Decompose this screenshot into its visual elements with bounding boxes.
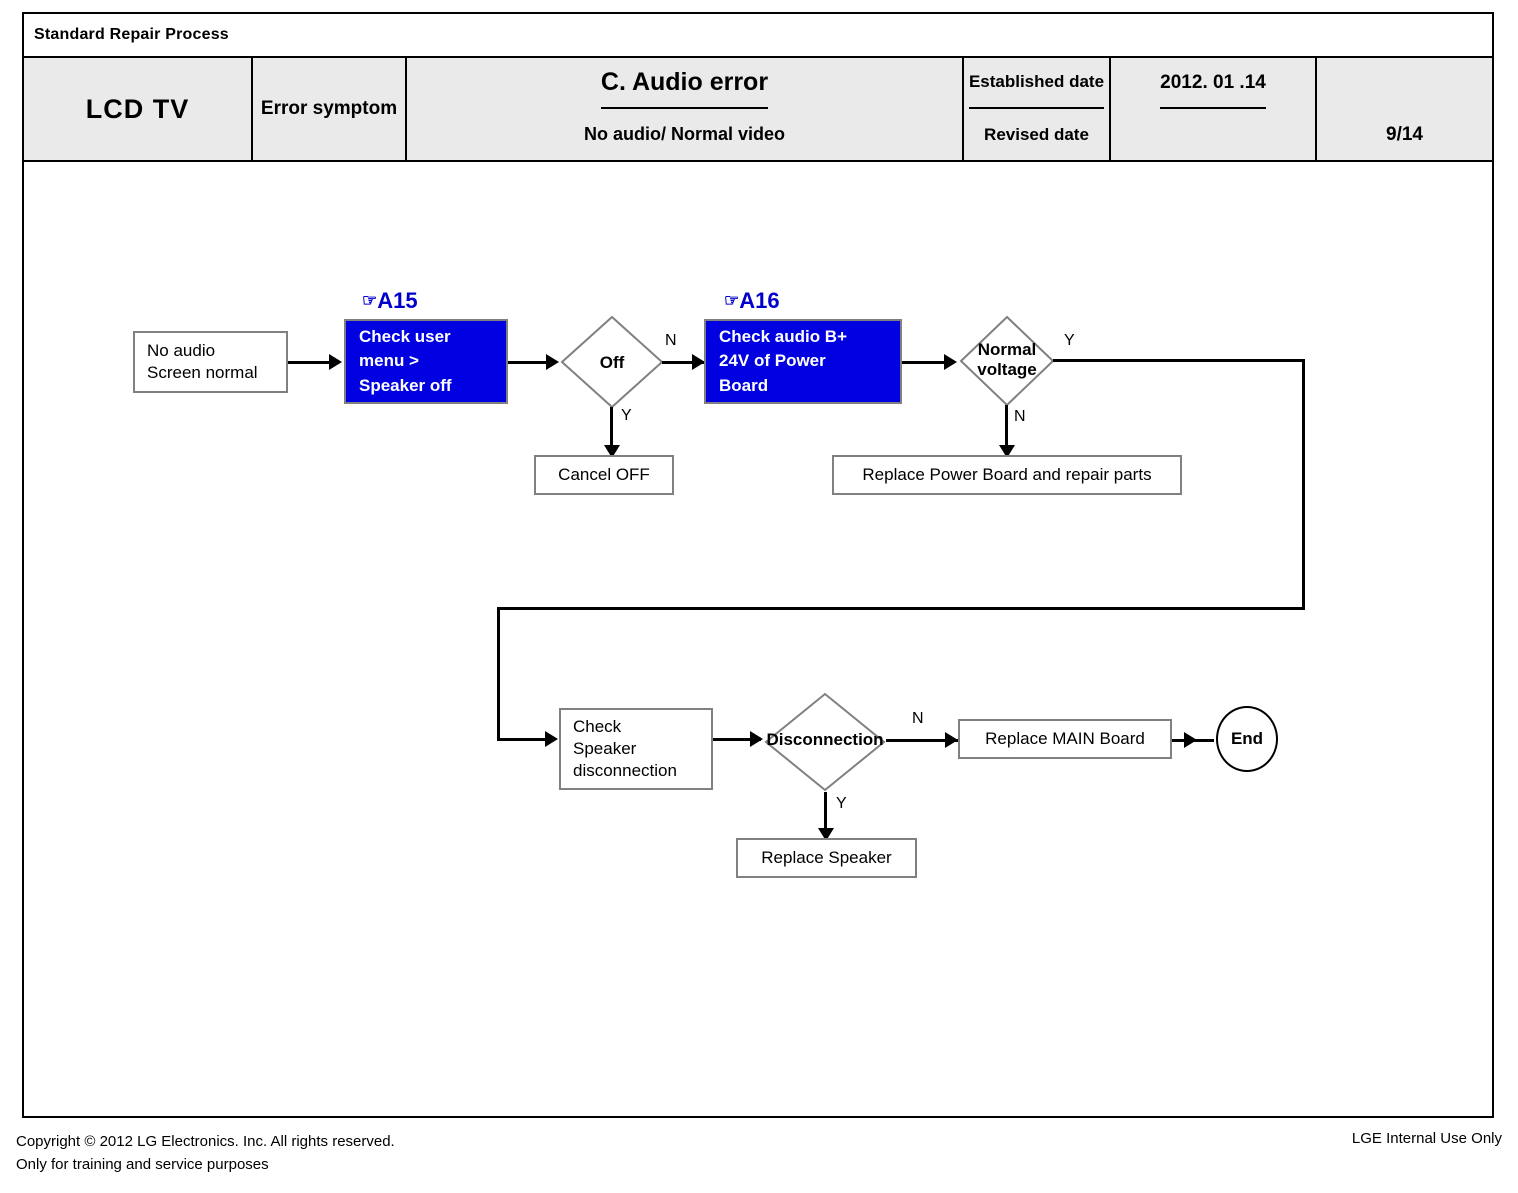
flow-node-check-user-menu: Check user menu > Speaker off [344,319,508,404]
edge-voltage-yes-into-speaker [497,738,551,741]
arrowhead-start-to-a15 [329,354,342,370]
flow-node-a15-line2: menu > [359,351,419,371]
flow-decision-disconnection [764,692,886,792]
flow-node-check-speaker-line2: Speaker [573,739,637,759]
established-date-label: Established date [968,58,1105,109]
edge-voltage-to-replace-power [1005,405,1008,451]
edge-off-to-a16 [662,361,706,364]
edge-a16-to-voltage [902,361,952,364]
edge-start-to-a15 [288,361,333,364]
error-symptom-label-cell: Error symptom [253,58,407,160]
page-frame: Standard Repair Process LCD TV Error sym… [22,12,1494,1118]
arrowhead-disconnection-to-replace-speaker [818,828,834,841]
flow-node-replace-speaker: Replace Speaker [736,838,917,878]
page-footer: Copyright © 2012 LG Electronics. Inc. Al… [0,1126,1518,1186]
arrowhead-off-to-a16 [692,354,705,370]
revised-date-label: Revised date [984,124,1089,144]
reference-tag-a16-label: A16 [739,288,780,313]
flow-decision-off-label: Off [599,353,625,372]
arrowhead-a15-to-off [546,354,559,370]
internal-use-notice: LGE Internal Use Only [1351,1130,1502,1147]
edge-voltage-yes-bottom [497,607,1305,610]
flow-decision-disconnection-label: Disconnection [766,730,884,749]
flow-node-check-audio-b-plus: Check audio B+ 24V of Power Board [704,319,902,404]
flow-node-check-speaker-line1: Check [573,717,622,737]
edge-label-off-no: N [665,332,677,349]
page-number-cell: 9/14 [1317,58,1492,160]
edge-a15-to-off [508,361,550,364]
flow-node-a16-line2: 24V of Power [719,351,826,371]
edge-label-disconnection-no: N [912,710,924,727]
arrowhead-a16-to-voltage [944,354,957,370]
edge-voltage-yes-top [1053,359,1305,362]
arrowhead-into-check-speaker [545,731,558,747]
copyright-line2: Only for training and service purposes [16,1156,269,1174]
copyright-line1: Copyright © 2012 LG Electronics. Inc. Al… [16,1133,395,1150]
flow-node-start-line1: No audio [147,341,216,361]
flow-node-end: End [1216,706,1278,772]
flow-node-start: No audio Screen normal [133,331,288,393]
error-subtitle: No audio/ Normal video [583,124,786,144]
arrowhead-disconnection-to-main [945,732,958,748]
edge-disconnection-to-main [886,739,958,742]
edge-label-disconnection-yes: Y [836,795,847,812]
reference-tag-a15-label: A15 [377,288,418,313]
edge-voltage-yes-left [497,607,500,740]
pointing-hand-icon-2: ☞ [724,291,740,310]
copyright-text: Copyright © 2012 LG Electronics. Inc. Al… [16,1130,395,1177]
arrowhead-speaker-to-disconnection [750,731,763,747]
flow-node-a15-line3: Speaker off [359,375,452,395]
edge-speaker-to-disconnection [713,738,761,741]
pointing-hand-icon: ☞ [362,291,378,310]
established-date-value: 2012. 01 .14 [1160,58,1266,109]
document-title: Standard Repair Process [34,26,229,43]
flow-node-a16-line1: Check audio B+ [719,326,848,346]
edge-voltage-yes-right [1302,359,1305,609]
flow-node-replace-power-board: Replace Power Board and repair parts [832,455,1182,495]
flowchart-canvas: No audio Screen normal ☞A15 Check user m… [24,162,1492,1116]
flow-node-a15-line1: Check user [359,326,451,346]
flow-decision-voltage-line2: voltage [977,360,1037,380]
document-title-bar: Standard Repair Process [24,14,1492,58]
edge-label-voltage-no: N [1014,408,1026,425]
edge-label-voltage-yes: Y [1064,332,1075,349]
error-title: C. Audio error [600,58,769,109]
flow-node-replace-main-board: Replace MAIN Board [958,719,1172,759]
flow-node-cancel-off: Cancel OFF [534,455,674,495]
error-symptom-label: Error symptom [260,98,398,120]
page-number: 9/14 [1386,123,1423,145]
flow-decision-voltage-line1: Normal [977,340,1037,359]
arrowhead-main-to-end [1184,732,1197,748]
date-values-cell: 2012. 01 .14 [1111,58,1317,160]
edge-disconnection-to-replace-speaker [824,792,827,834]
product-cell: LCD TV [24,58,253,160]
arrowhead-off-to-cancel [604,445,620,458]
header-table: LCD TV Error symptom C. Audio error No a… [24,58,1492,162]
flow-node-a16-line3: Board [719,375,769,395]
edge-label-off-yes: Y [621,407,632,424]
flow-decision-normal-voltage-label: Normal voltage [959,340,1055,381]
error-title-cell: C. Audio error No audio/ Normal video [407,58,964,160]
arrowhead-voltage-to-replace-power [999,445,1015,458]
flow-node-check-speaker-disconnection: Check Speaker disconnection [559,708,713,790]
edge-off-to-cancel [610,407,613,451]
reference-tag-a15: ☞A15 [362,288,418,314]
flow-node-check-speaker-line3: disconnection [573,760,677,780]
reference-tag-a16: ☞A16 [724,288,780,314]
flow-node-start-line2: Screen normal [147,363,258,382]
date-labels-cell: Established date Revised date [964,58,1111,160]
